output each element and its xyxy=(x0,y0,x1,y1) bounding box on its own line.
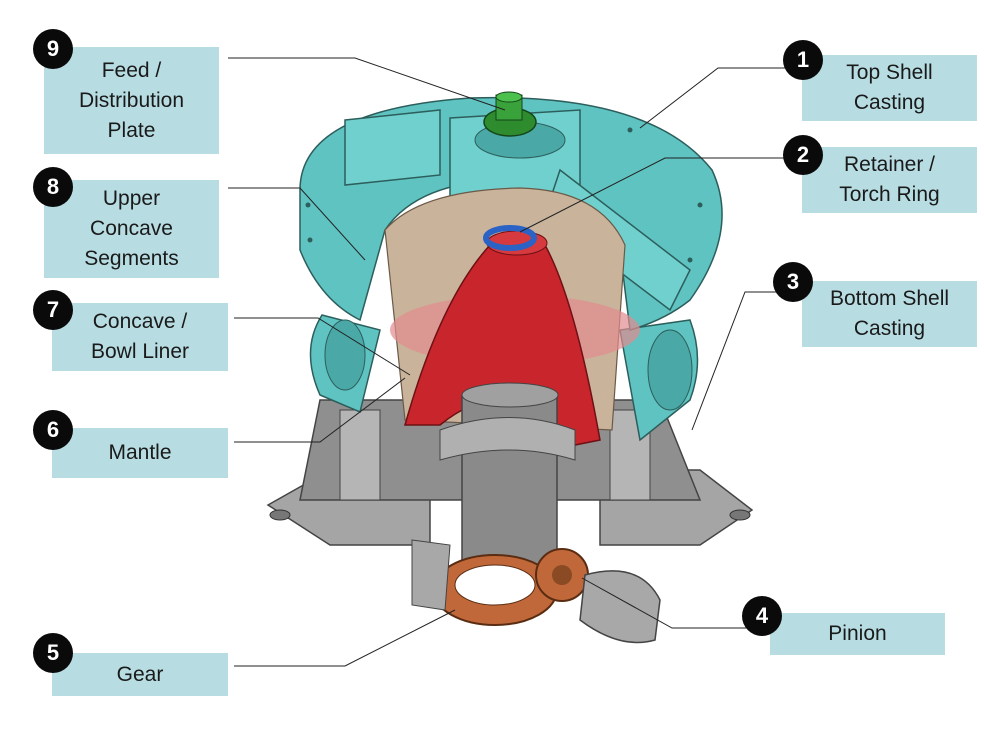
label-top-shell-casting: Top Shell Casting xyxy=(802,55,977,121)
label-text: Upper Concave Segments xyxy=(84,187,179,270)
leader-lines xyxy=(228,57,800,667)
label-text: Top Shell Casting xyxy=(846,61,933,114)
badge-5: 5 xyxy=(33,633,73,673)
badge-8: 8 xyxy=(33,167,73,207)
leader-5 xyxy=(234,609,456,667)
leader-3 xyxy=(691,291,800,431)
retainer-ring xyxy=(483,225,537,251)
label-text: Pinion xyxy=(828,622,887,645)
leader-9 xyxy=(228,57,506,111)
label-gear: Gear xyxy=(52,653,228,696)
label-upper-concave-segments: Upper Concave Segments xyxy=(44,180,219,278)
badge-1: 1 xyxy=(783,40,823,80)
badge-4: 4 xyxy=(742,596,782,636)
badge-6: 6 xyxy=(33,410,73,450)
leader-8 xyxy=(228,187,366,261)
leader-1 xyxy=(639,67,800,129)
label-text: Concave / Bowl Liner xyxy=(90,310,190,363)
label-text: Feed / Distribution Plate xyxy=(78,58,185,142)
label-text: Retainer / Torch Ring xyxy=(839,153,940,206)
label-retainer-torch-ring: Retainer / Torch Ring xyxy=(802,147,977,213)
leader-6 xyxy=(234,377,406,443)
label-text: Gear xyxy=(116,662,164,686)
main-shaft xyxy=(439,382,576,576)
pinion-assembly xyxy=(411,539,661,644)
label-concave-bowl-liner: Concave / Bowl Liner xyxy=(52,303,228,371)
leader-2 xyxy=(519,157,800,233)
label-text: Bottom Shell Casting xyxy=(829,287,950,340)
leader-4 xyxy=(581,577,770,629)
bottom-shell-casting xyxy=(309,314,699,442)
feed-distribution-plate xyxy=(483,91,537,137)
label-mantle: Mantle xyxy=(52,428,228,478)
leader-7 xyxy=(234,317,411,376)
label-feed-distribution-plate: Feed / Distribution Plate xyxy=(44,47,219,154)
badge-3: 3 xyxy=(773,262,813,302)
label-pinion: Pinion xyxy=(770,613,945,655)
badge-2: 2 xyxy=(783,135,823,175)
label-bottom-shell-casting: Bottom Shell Casting xyxy=(802,281,977,347)
badge-9: 9 xyxy=(33,29,73,69)
label-text: Mantle xyxy=(108,441,172,464)
badge-7: 7 xyxy=(33,290,73,330)
